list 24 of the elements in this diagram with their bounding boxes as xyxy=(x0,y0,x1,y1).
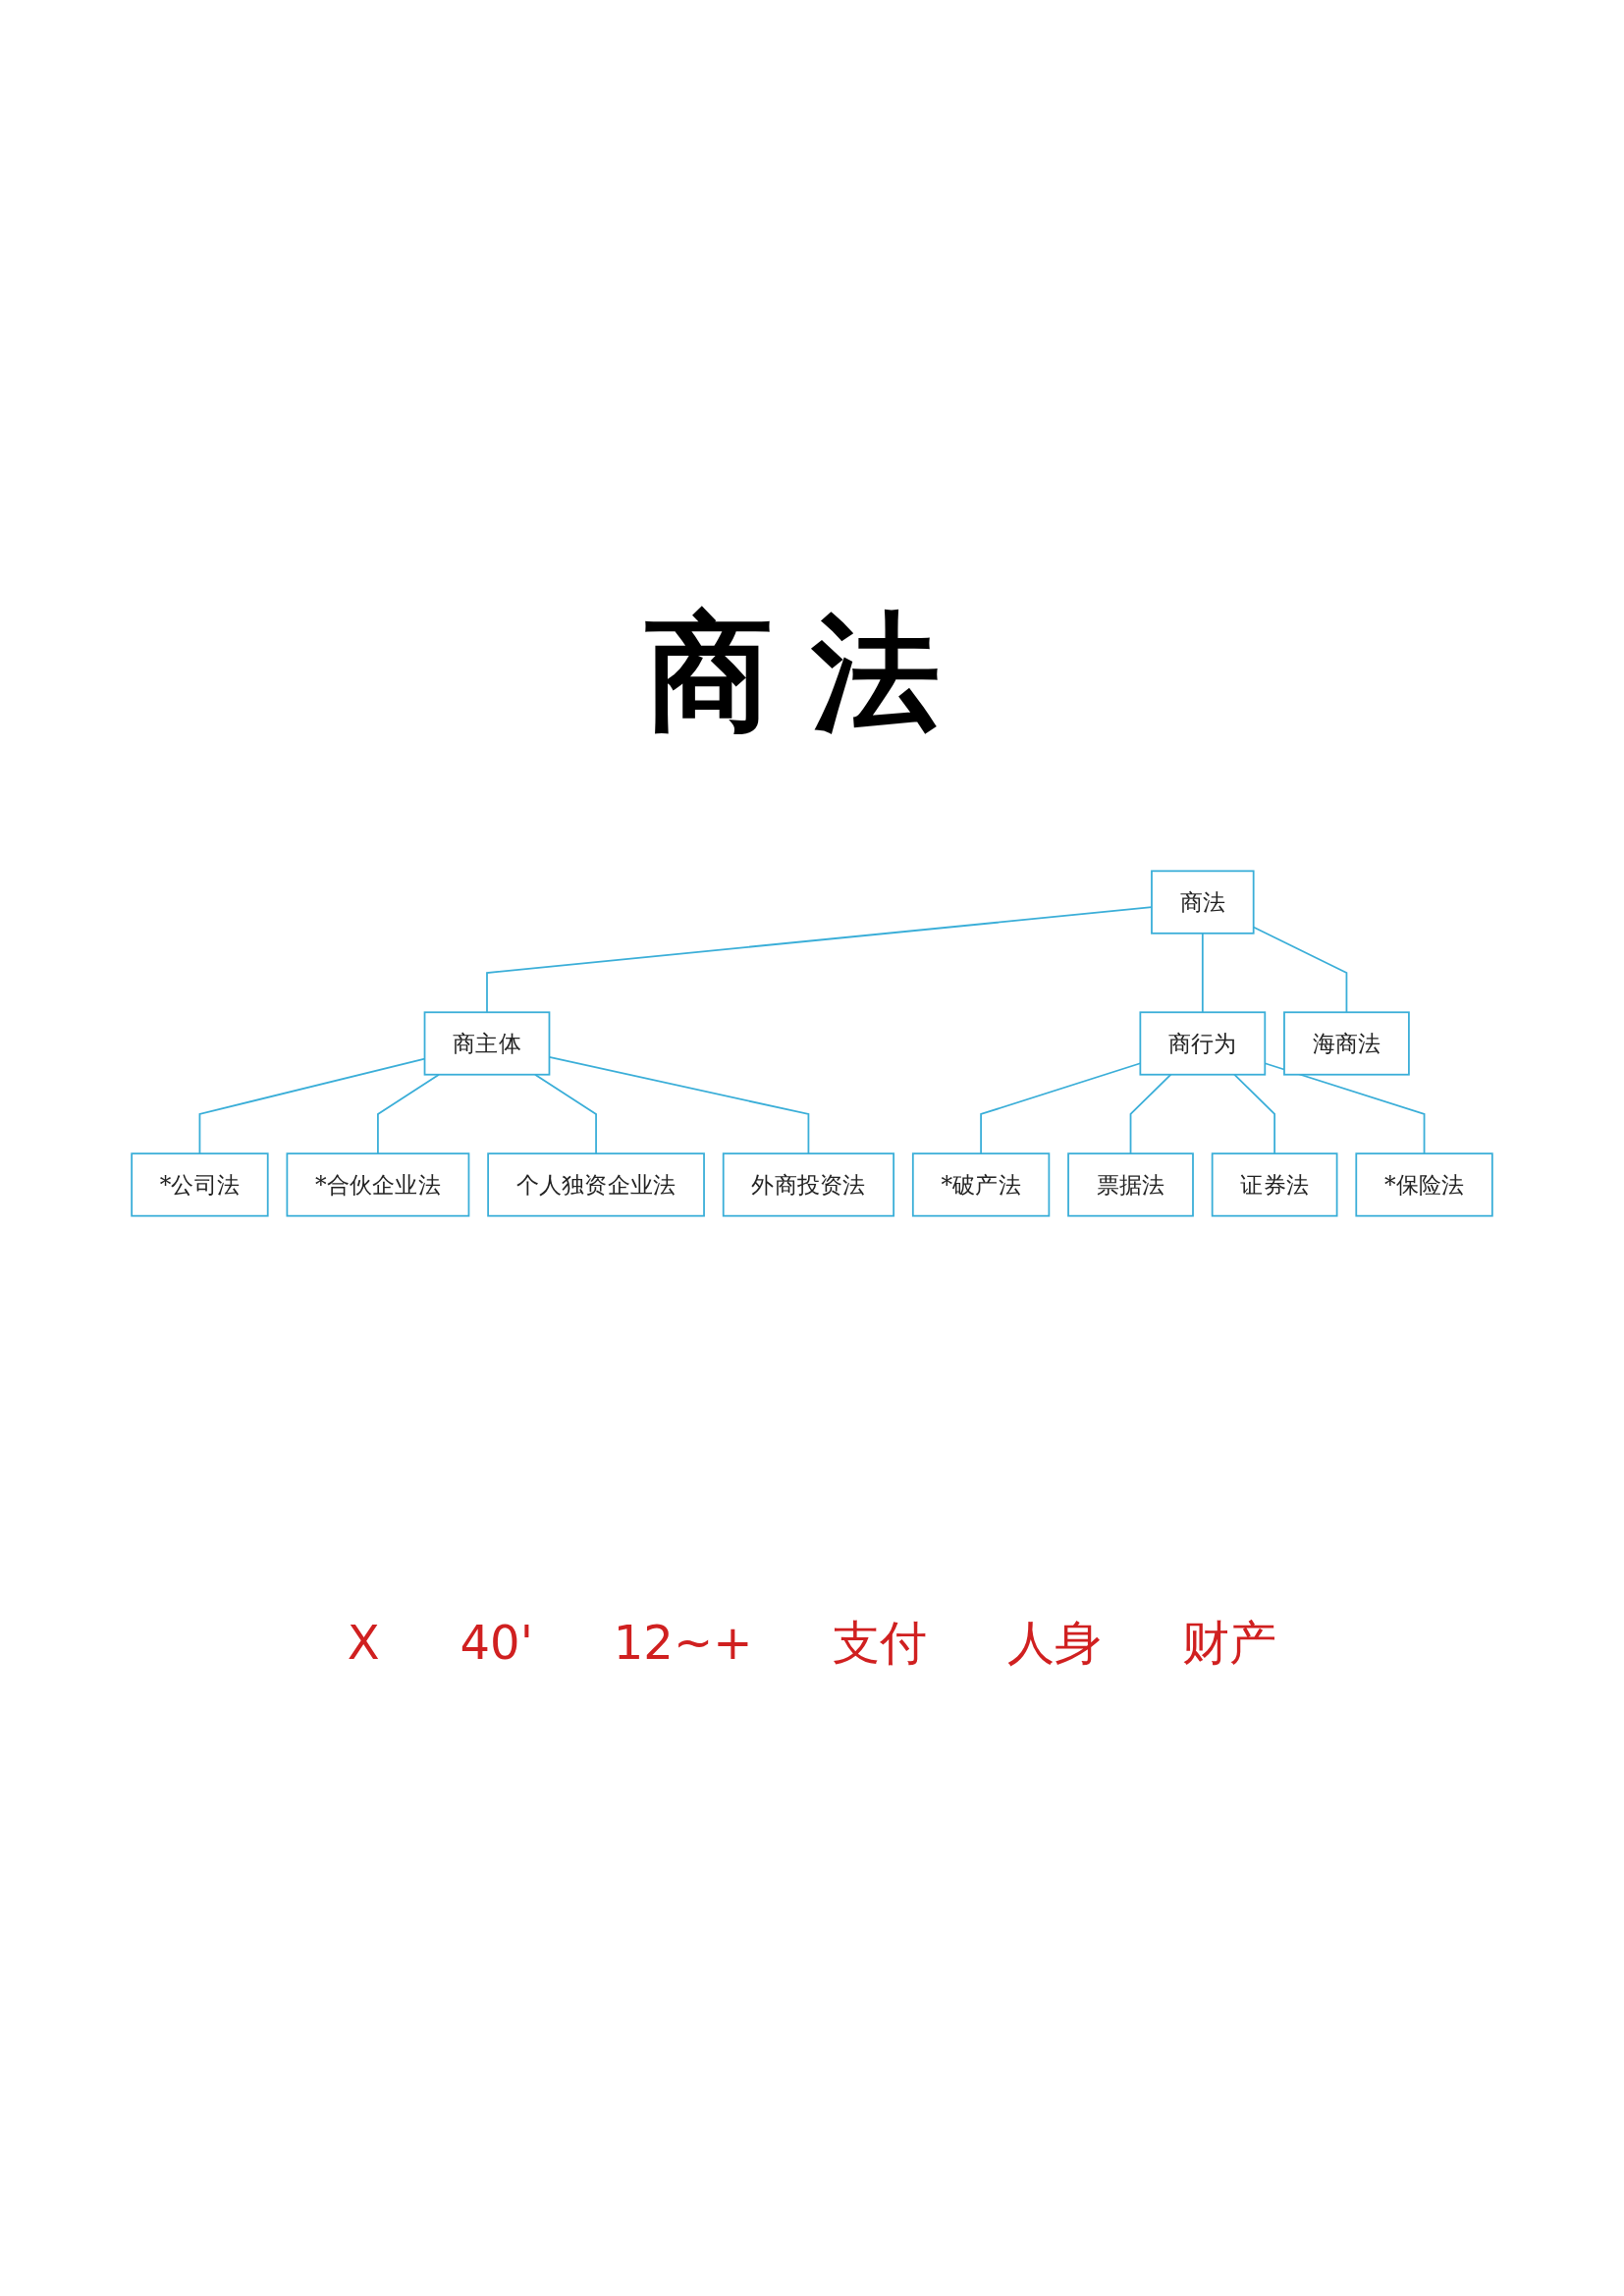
connector xyxy=(377,1073,440,1155)
handwritten-note: 财产 xyxy=(1181,1614,1278,1672)
connector xyxy=(1201,932,1204,1014)
node-box: *合伙企业法 xyxy=(286,1152,470,1217)
connector xyxy=(1129,1073,1172,1155)
node-box: 商主体 xyxy=(423,1011,551,1076)
handwritten-note: 12~+ xyxy=(612,1614,754,1672)
node-box: 海商法 xyxy=(1283,1011,1410,1076)
handwritten-note: 40' xyxy=(459,1614,534,1672)
handwritten-note: X xyxy=(346,1614,381,1672)
node-box: 证券法 xyxy=(1211,1152,1338,1217)
node-box: 商法 xyxy=(1151,870,1255,934)
node-box: 外商投资法 xyxy=(722,1152,895,1217)
connector xyxy=(534,1073,597,1155)
node-box: 商行为 xyxy=(1139,1011,1267,1076)
connector xyxy=(1233,1073,1276,1155)
node-box: *公司法 xyxy=(131,1152,269,1217)
handwritten-note: 支付 xyxy=(832,1614,929,1672)
node-box: *保险法 xyxy=(1355,1152,1493,1217)
handwritten-note: 人身 xyxy=(1006,1614,1104,1672)
page-title: 商法 xyxy=(645,596,979,749)
node-box: 个人独资企业法 xyxy=(487,1152,705,1217)
node-box: *破产法 xyxy=(911,1152,1051,1217)
node-box: 票据法 xyxy=(1067,1152,1194,1217)
